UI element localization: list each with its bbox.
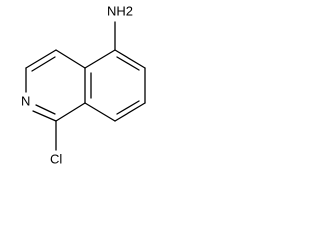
bond-c1-c8a <box>55 102 86 122</box>
amine-label: NH2 <box>107 3 133 18</box>
pyridine-ring <box>25 49 86 122</box>
chemical-structure-diagram: NH2 N Cl <box>21 3 146 166</box>
benzene-ring <box>84 49 146 122</box>
bond-c4-c3 <box>25 49 57 69</box>
double-bond-n2-c1 <box>35 104 56 115</box>
bond-c5-c6 <box>114 49 146 69</box>
bond-c7-c8 <box>114 102 146 122</box>
double-bond-c5-c6 <box>116 56 140 71</box>
bond-c8-c8a <box>84 102 116 122</box>
bond-c4a-c5 <box>84 49 116 69</box>
ring-nitrogen-label: N <box>21 93 30 108</box>
double-bond-c7-c8 <box>116 100 140 115</box>
double-bond-c4-c3 <box>31 56 56 72</box>
bond-c4a-c4 <box>55 49 86 69</box>
bond-n2-c1 <box>32 110 57 122</box>
chlorine-label: Cl <box>50 151 62 166</box>
